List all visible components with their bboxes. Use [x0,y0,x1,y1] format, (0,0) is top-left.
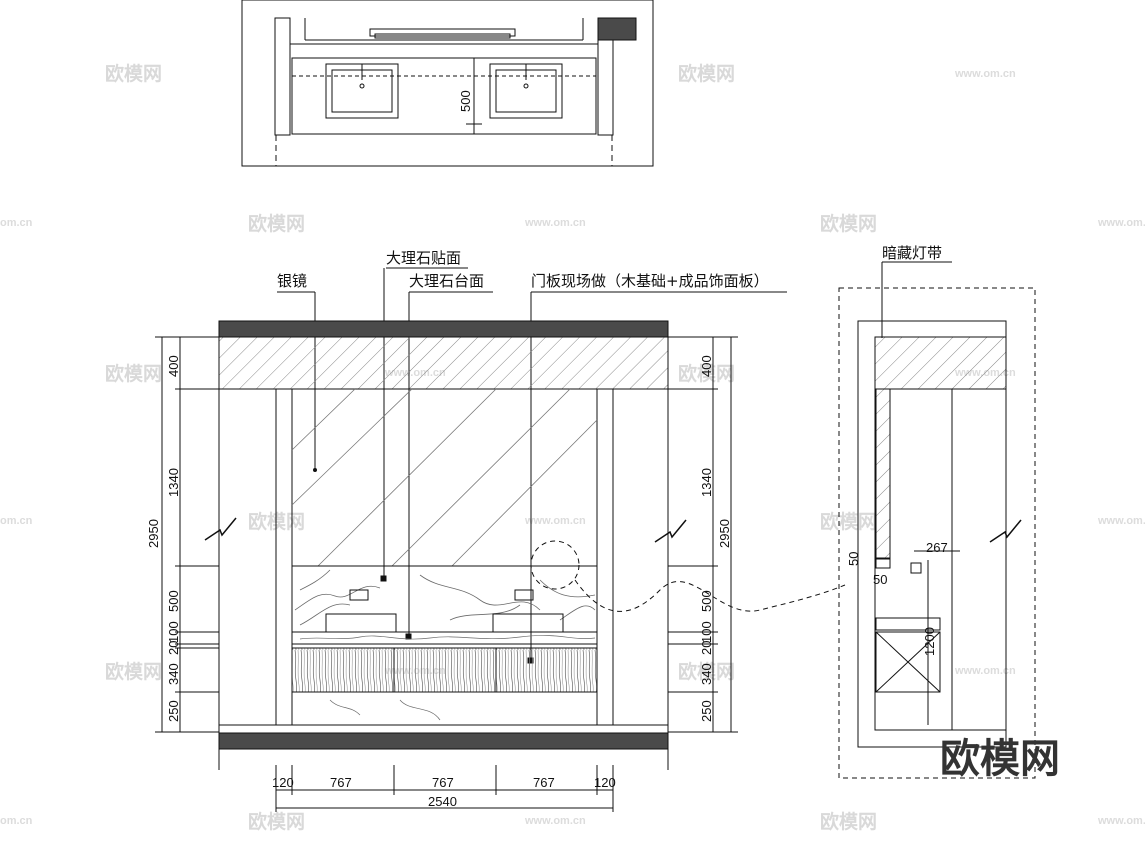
mirror-reflection-lines [291,388,598,567]
plan-frame [241,0,654,167]
label-door-panel: 门板现场做（木基础+成品饰面板） [531,272,769,290]
label-hidden-light-strip: 暗藏灯带 [882,244,942,262]
plan-left-post [274,17,291,136]
vanity-doors [291,647,598,693]
plan-wall-block [597,17,637,41]
watermark-url: www.om.cn [524,515,586,527]
right-dim-segment: 400 [699,355,714,377]
plan-counter [291,57,597,135]
basin-left [325,613,397,633]
bottom-dim-segment: 767 [533,775,555,790]
right-dimension-lines [668,336,738,733]
left-dim-segment: 1340 [166,468,181,497]
right-dim-segment: 500 [699,590,714,612]
main-elevation [204,320,846,770]
watermark-url: www.om.cn [524,815,586,827]
section-dim: 1200 [922,627,937,656]
left-dim-segment: 100 [166,621,181,643]
bottom-dim-segment: 767 [330,775,352,790]
ceiling-hatch [218,336,669,390]
watermark: 欧模网 [678,660,735,683]
section-dim: 50 [846,552,861,566]
section-detail [838,287,1036,779]
left-pilaster [275,388,293,726]
bottom-dimension-lines [275,765,614,812]
watermark-url: www.om.cn [954,665,1016,677]
watermark: 欧模网 [105,362,162,385]
label-silver-mirror: 银镜 [277,272,307,290]
marble-veins [294,569,596,626]
basin-right [492,613,564,633]
annotation-labels: 大理石贴面 银镜 大理石台面 门板现场做（木基础+成品饰面板） 暗藏灯带 [277,244,942,290]
plan-depth-dimension: 500 [458,90,473,112]
watermark: 欧模网 [248,810,305,833]
watermark: 欧模网 [248,510,305,533]
bottom-dim-segment: 120 [272,775,294,790]
bottom-dim-segment: 120 [594,775,616,790]
left-total-dimension: 2950 [146,519,161,548]
plan-view [241,0,654,167]
watermark: 欧模网 [820,212,877,235]
left-dim-segment: 340 [166,663,181,685]
watermark: 欧模网 [105,660,162,683]
left-dim-segment: 500 [166,590,181,612]
mirror [291,388,598,567]
bottom-total-dimension: 2540 [428,794,457,809]
right-dim-segment: 1340 [699,468,714,497]
logo-watermark: 欧模网 [940,736,1060,782]
label-marble-countertop: 大理石台面 [409,272,484,290]
right-dim-segment: 340 [699,663,714,685]
vanity-plinth [291,691,598,726]
left-dim-segment: 250 [166,700,181,722]
section-dim: 267 [926,540,948,555]
left-dimension-lines [155,336,219,733]
right-dim-segment: 250 [699,700,714,722]
right-dim-segment: 100 [699,621,714,643]
watermark-url: www.om.cn [524,217,586,229]
watermark-url: om.cn [0,217,33,229]
label-marble-veneer: 大理石贴面 [386,249,461,267]
watermark-url: www.om.cn [1097,815,1145,827]
watermark: 欧模网 [248,212,305,235]
watermark: 欧模网 [678,362,735,385]
watermark-layer: 欧模网 欧模网 www.om.cn 欧模网 欧模网 om.cn www.om.c… [0,62,1145,833]
ceiling-band [218,320,669,338]
marble-backsplash [291,565,598,633]
bottom-dim-segment: 767 [432,775,454,790]
right-pilaster [596,388,614,726]
watermark-url: om.cn [0,815,33,827]
plan-shelf [369,28,516,37]
section-dim: 50 [873,572,887,587]
right-total-dimension: 2950 [717,519,732,548]
left-dim-segment: 400 [166,355,181,377]
left-dim-segment: 20 [166,641,181,655]
watermark: 欧模网 [820,810,877,833]
section-frame [838,287,1036,779]
watermark-url: om.cn [0,515,33,527]
countertop [291,631,598,645]
watermark: 欧模网 [678,62,735,85]
watermark-url: www.om.cn [1097,217,1145,229]
watermark-url: www.om.cn [1097,515,1145,527]
right-dim-segment: 20 [699,641,714,655]
watermark: 欧模网 [820,510,877,533]
watermark-url: www.om.cn [954,68,1016,80]
floor-band [218,732,669,750]
watermark: 欧模网 [105,62,162,85]
